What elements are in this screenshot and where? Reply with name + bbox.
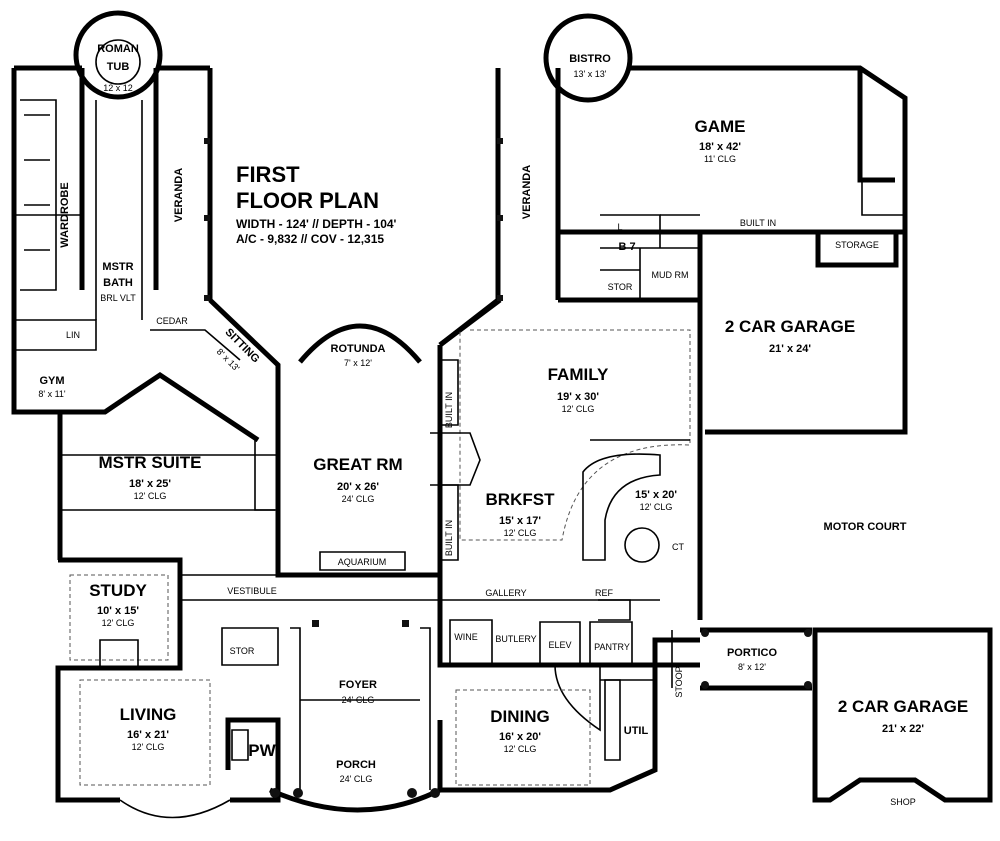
built-in-game-label: BUILT IN bbox=[740, 218, 776, 228]
dining-size: 16' x 20' bbox=[499, 731, 541, 743]
linen-label: LIN bbox=[66, 330, 80, 340]
family-size: 19' x 30' bbox=[557, 391, 599, 403]
dining-label: DINING bbox=[490, 707, 550, 726]
vestibule-label: VESTIBULE bbox=[227, 586, 277, 596]
gym-label: GYM bbox=[39, 375, 64, 387]
motor-court-label: MOTOR COURT bbox=[824, 521, 907, 533]
kitchen-size: 15' x 20' bbox=[635, 489, 677, 501]
roman-tub-basin bbox=[95, 39, 141, 85]
elevator-label: ELEV bbox=[548, 640, 571, 650]
portico-size: 8' x 12' bbox=[738, 662, 766, 672]
counter-label: CT bbox=[672, 542, 684, 552]
plan-stats-dimensions: WIDTH - 124' // DEPTH - 104' bbox=[236, 217, 397, 231]
mstr-suite-ceiling: 12' CLG bbox=[134, 491, 167, 501]
roman-tub-label: ROMAN bbox=[97, 43, 139, 55]
gallery-label: GALLERY bbox=[485, 588, 526, 598]
mstr-suite-label: MSTR SUITE bbox=[99, 453, 202, 472]
garage-1-label: 2 CAR GARAGE bbox=[725, 317, 855, 336]
stor-upper-label: STOR bbox=[608, 282, 633, 292]
study-label: STUDY bbox=[89, 581, 147, 600]
study-size: 10' x 15' bbox=[97, 605, 139, 617]
rotunda-label: ROTUNDA bbox=[331, 343, 386, 355]
roman-tub-label-2: TUB bbox=[107, 61, 130, 73]
great-rm-label: GREAT RM bbox=[313, 455, 402, 474]
foyer-ceiling: 24' CLG bbox=[342, 695, 375, 705]
ref-label: REF bbox=[595, 588, 614, 598]
bistro-size: 13' x 13' bbox=[574, 69, 607, 79]
garage-2-label: 2 CAR GARAGE bbox=[838, 697, 968, 716]
mstr-bath-label-2: BATH bbox=[103, 277, 133, 289]
pantry-label: PANTRY bbox=[594, 642, 630, 652]
bath-l-label: L bbox=[617, 222, 622, 232]
garage-1-size: 21' x 24' bbox=[769, 343, 811, 355]
family-ceiling: 12' CLG bbox=[562, 404, 595, 414]
shop-label: SHOP bbox=[890, 797, 916, 807]
porch-ceiling: 24' CLG bbox=[340, 774, 373, 784]
roman-tub-tower bbox=[73, 10, 163, 100]
built-in-1-label: BUILT IN bbox=[444, 392, 454, 428]
plan-title-line2: FLOOR PLAN bbox=[236, 188, 379, 213]
columns bbox=[204, 138, 812, 798]
family-label: FAMILY bbox=[548, 365, 609, 384]
plan-title-line1: FIRST bbox=[236, 162, 300, 187]
porch-label: PORCH bbox=[336, 759, 376, 771]
gym-size: 8' x 11' bbox=[38, 389, 66, 399]
brkfst-label: BRKFST bbox=[486, 490, 556, 509]
wardrobe-label: WARDROBE bbox=[59, 182, 71, 247]
veranda-right-label: VERANDA bbox=[521, 165, 533, 219]
interior-lines bbox=[12, 99, 905, 790]
powder-label: PW bbox=[248, 741, 276, 760]
dining-ceiling: 12' CLG bbox=[504, 744, 537, 754]
built-in-2-label: BUILT IN bbox=[444, 520, 454, 556]
kitchen-ceiling: 12' CLG bbox=[640, 502, 673, 512]
brkfst-ceiling: 12' CLG bbox=[504, 528, 537, 538]
stor-lower-label: STOR bbox=[230, 646, 255, 656]
roman-tub-size: 12 x 12 bbox=[103, 83, 133, 93]
cedar-label: CEDAR bbox=[156, 316, 188, 326]
veranda-left-label: VERANDA bbox=[173, 168, 185, 222]
storage-label: STORAGE bbox=[835, 240, 879, 250]
game-ceiling: 11' CLG bbox=[704, 154, 736, 164]
bistro-tower bbox=[543, 13, 633, 103]
game-label: GAME bbox=[695, 117, 746, 136]
living-label: LIVING bbox=[120, 705, 177, 724]
foyer-label: FOYER bbox=[339, 679, 377, 691]
great-rm-ceiling: 24' CLG bbox=[342, 494, 375, 504]
mstr-bath-label: MSTR bbox=[102, 261, 133, 273]
rotunda-size: 7' x 12' bbox=[344, 358, 372, 368]
game-size: 18' x 42' bbox=[699, 141, 741, 153]
stoop-label: STOOP bbox=[674, 666, 684, 697]
plan-stats-area: A/C - 9,832 // COV - 12,315 bbox=[236, 232, 384, 246]
mstr-bath-note: BRL VLT bbox=[100, 293, 136, 303]
portico-label: PORTICO bbox=[727, 647, 778, 659]
mstr-suite-size: 18' x 25' bbox=[129, 478, 171, 490]
garage-2-size: 21' x 22' bbox=[882, 723, 924, 735]
title-block: FIRST FLOOR PLAN WIDTH - 124' // DEPTH -… bbox=[236, 162, 397, 246]
bistro-label: BISTRO bbox=[569, 53, 611, 65]
butlery-label: BUTLERY bbox=[495, 634, 536, 644]
util-label: UTIL bbox=[624, 725, 649, 737]
aquarium-label: AQUARIUM bbox=[338, 557, 387, 567]
living-size: 16' x 21' bbox=[127, 729, 169, 741]
wine-label: WINE bbox=[454, 632, 478, 642]
b7-label: B 7 bbox=[618, 241, 635, 253]
room-labels: ROMAN TUB 12 x 12 BISTRO 13' x 13' GAME … bbox=[38, 43, 968, 807]
living-ceiling: 12' CLG bbox=[132, 742, 165, 752]
great-rm-size: 20' x 26' bbox=[337, 481, 379, 493]
brkfst-size: 15' x 17' bbox=[499, 515, 541, 527]
study-ceiling: 12' CLG bbox=[102, 618, 135, 628]
mud-room-label: MUD RM bbox=[652, 270, 689, 280]
